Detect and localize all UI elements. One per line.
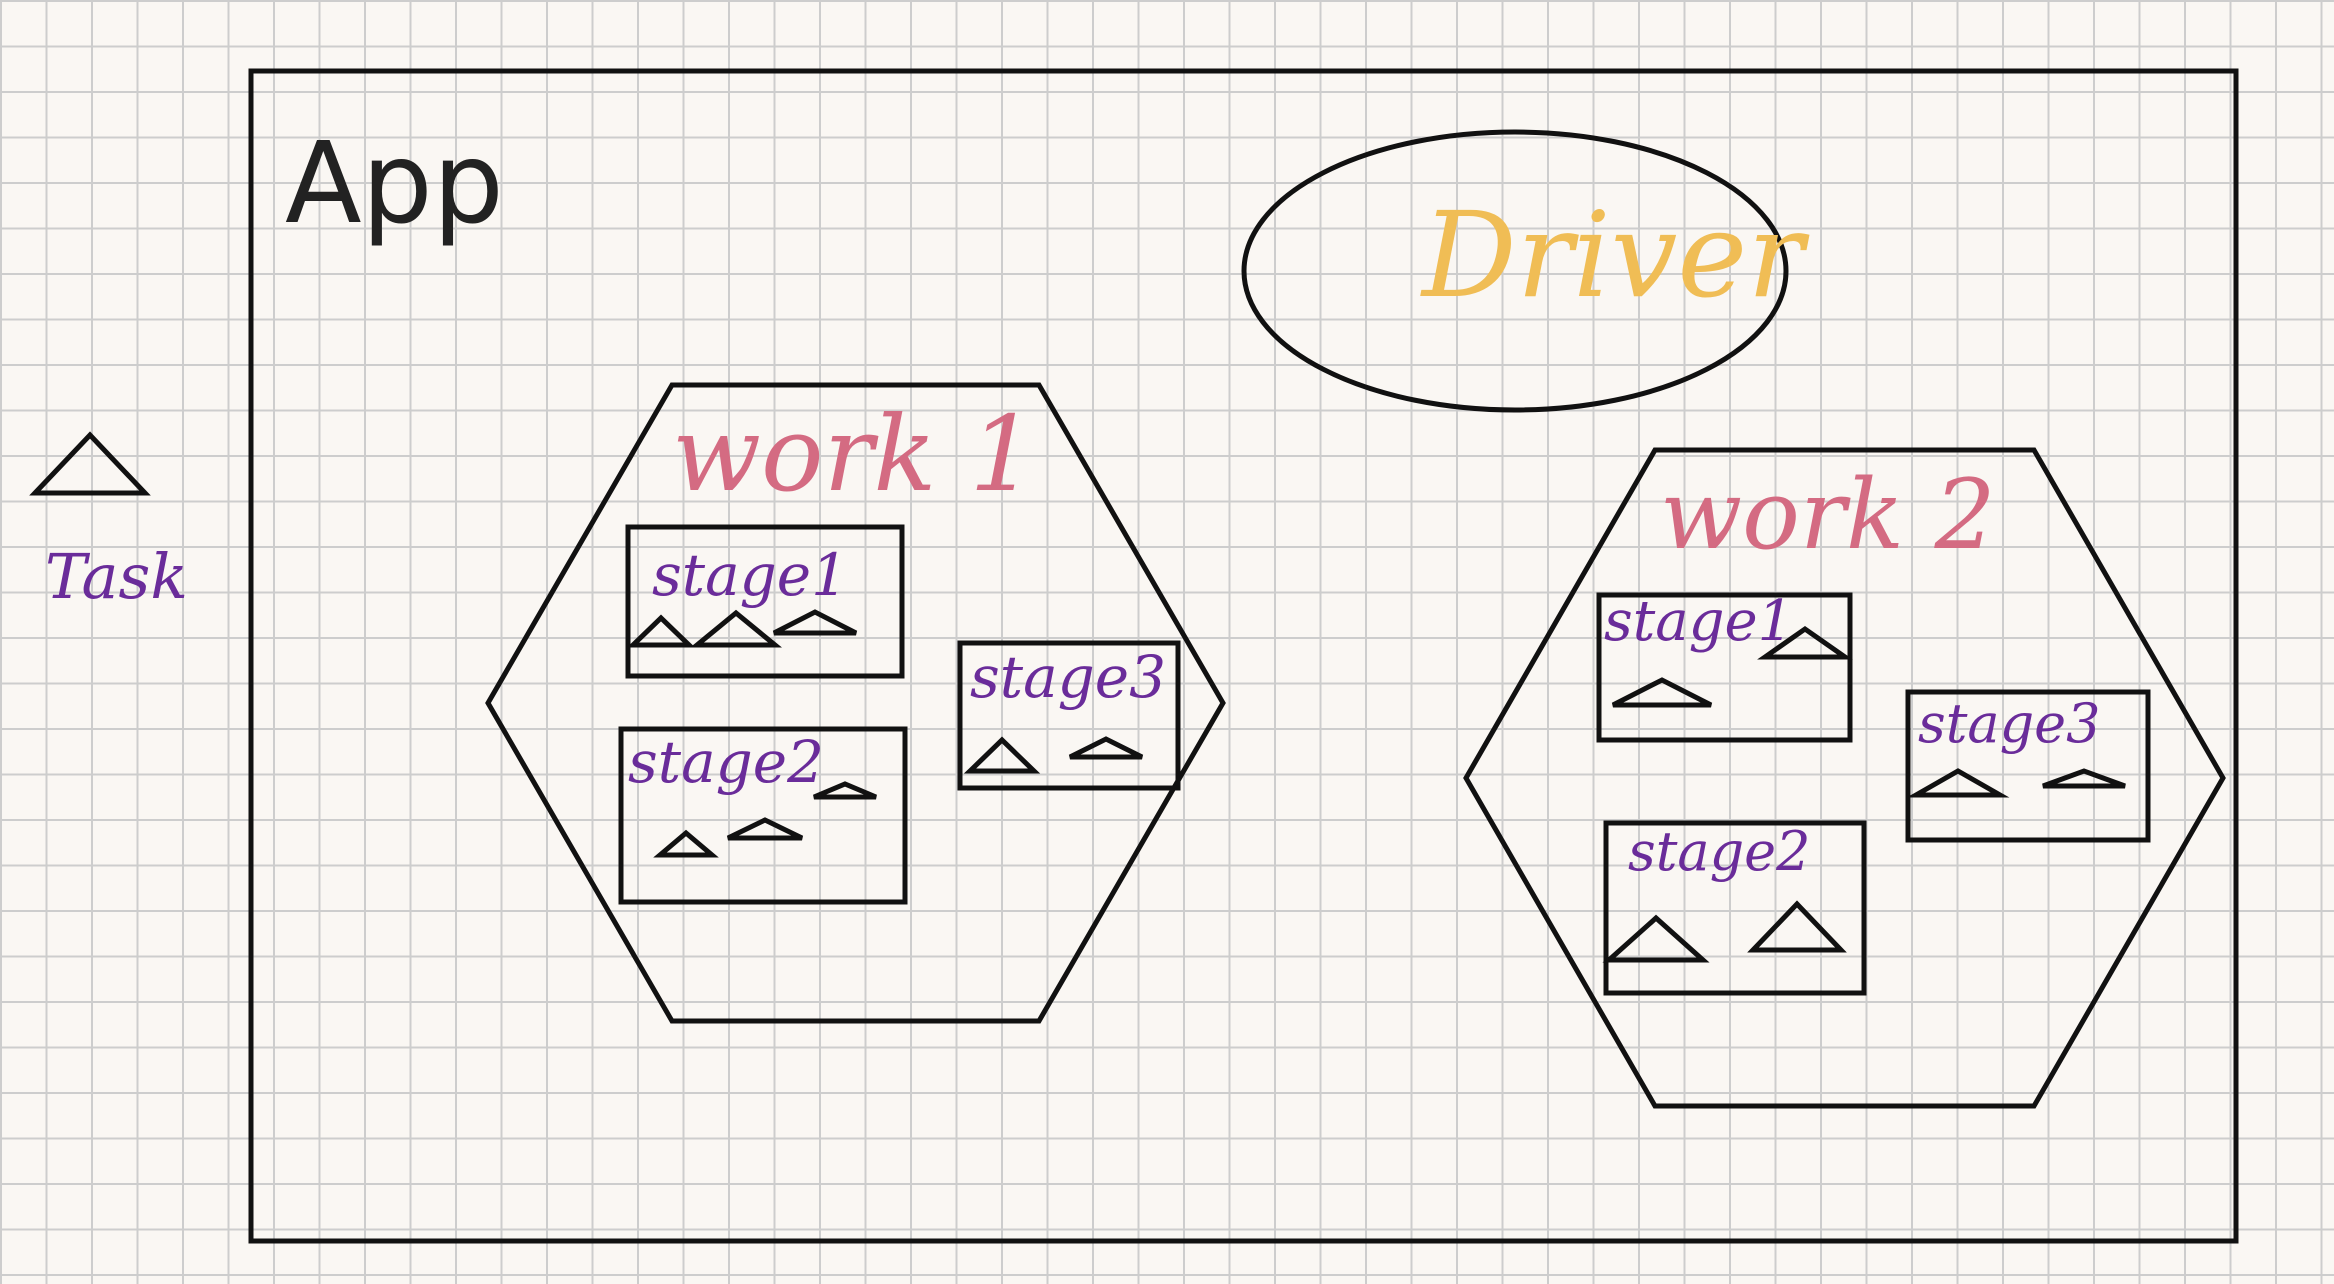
- task-triangle: [1602, 914, 1710, 963]
- stage-label: stage2: [628, 728, 824, 796]
- worker-1-hexagon: [485, 382, 1226, 1024]
- worker-2: work 2 stage1 stage3 stage2: [1463, 447, 2226, 1109]
- task-triangle: [963, 736, 1041, 774]
- stage-box: [1905, 689, 2151, 843]
- task-triangle: [772, 609, 858, 636]
- worker-2-stage-3: stage3: [1905, 689, 2151, 843]
- stage-box: [1596, 592, 1853, 743]
- task-triangle: [1747, 900, 1847, 953]
- task-triangle: [2042, 768, 2126, 789]
- task-triangle: [726, 817, 804, 841]
- stage-label: stage3: [1918, 692, 2101, 755]
- driver: Driver: [1241, 129, 1810, 413]
- stage-box: [1603, 820, 1867, 996]
- worker-1-stage-3: stage3: [957, 640, 1181, 791]
- app-container: App: [248, 68, 2239, 1244]
- worker-1-stage-1: stage1: [625, 524, 905, 679]
- worker-2-stage-1: stage1: [1596, 589, 1853, 743]
- task-triangle: [653, 829, 719, 858]
- worker-2-hexagon: [1463, 447, 2226, 1109]
- legend-task-triangle: [29, 431, 151, 496]
- app-label: App: [285, 119, 504, 249]
- legend: Task: [29, 431, 188, 613]
- driver-ellipse: [1241, 129, 1789, 413]
- worker-2-stage-2: stage2: [1602, 820, 1867, 996]
- task-triangle: [1611, 677, 1713, 708]
- task-triangle: [1906, 768, 2010, 798]
- worker-1-stage-2: stage2: [618, 726, 908, 905]
- task-triangle: [690, 609, 782, 648]
- legend-task-label: Task: [45, 540, 188, 613]
- task-triangle: [813, 781, 877, 800]
- stage-label: stage1: [652, 541, 848, 609]
- task-triangle: [626, 614, 696, 648]
- task-triangle: [1757, 625, 1853, 660]
- task-triangle: [1068, 736, 1144, 760]
- app-box: [248, 68, 2239, 1244]
- stage-label: stage1: [1604, 589, 1793, 654]
- driver-label: Driver: [1420, 186, 1810, 324]
- stage-label: stage2: [1628, 820, 1811, 883]
- worker-1-label: work 1: [672, 393, 1036, 515]
- worker-2-label: work 2: [1660, 459, 1996, 571]
- stage-box: [957, 640, 1181, 791]
- stage-label: stage3: [970, 643, 1166, 711]
- stage-box: [618, 726, 908, 905]
- worker-1: work 1 stage1 stage2 stage3: [485, 382, 1226, 1024]
- stage-box: [625, 524, 905, 679]
